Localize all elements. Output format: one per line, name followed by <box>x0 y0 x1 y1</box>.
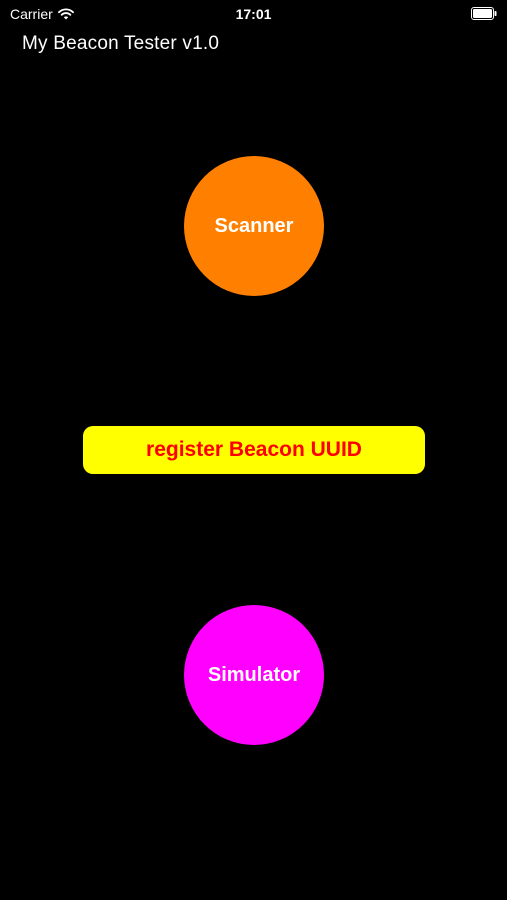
status-time: 17:01 <box>235 6 272 22</box>
carrier-group: Carrier <box>10 6 74 22</box>
simulator-button[interactable]: Simulator <box>184 605 324 745</box>
scanner-button[interactable]: Scanner <box>184 156 324 296</box>
battery-icon <box>471 7 497 20</box>
status-bar: Carrier 17:01 <box>0 0 507 28</box>
app-title: My Beacon Tester v1.0 <box>22 33 220 54</box>
register-beacon-uuid-label: register Beacon UUID <box>146 438 362 461</box>
scanner-button-label: Scanner <box>214 214 294 237</box>
carrier-label: Carrier <box>10 6 53 22</box>
register-beacon-uuid-button[interactable]: register Beacon UUID <box>83 426 425 474</box>
wifi-icon <box>57 8 74 20</box>
simulator-button-label: Simulator <box>207 663 301 686</box>
